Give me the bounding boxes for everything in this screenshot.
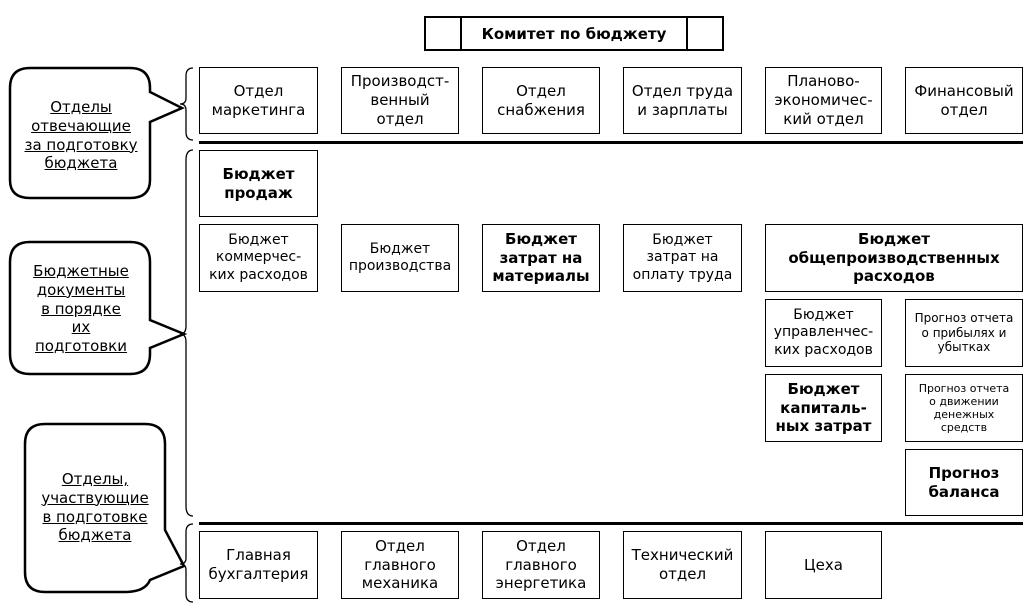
budget-materials: Бюджет затрат на материалы <box>482 224 600 292</box>
budget-labor: Бюджет затрат на оплату труда <box>623 224 742 292</box>
brace-responsible <box>179 67 194 141</box>
divider-top <box>199 141 1023 144</box>
callout-text-documents: Бюджетные документы в порядке их подгото… <box>33 262 129 355</box>
forecast-profit-loss: Прогноз отчета о прибылях и убытках <box>905 299 1023 367</box>
divider-bottom <box>199 522 1023 525</box>
dept-technical: Технический отдел <box>623 531 742 599</box>
brace-documents <box>179 149 194 517</box>
callout-text-responsible: Отделы отвечающие за подготовку бюджета <box>24 98 138 173</box>
budget-overhead: Бюджет общепроизводственных расходов <box>765 224 1023 292</box>
committee-title: Комитет по бюджету <box>460 18 688 49</box>
dept-finance: Финансовый отдел <box>905 67 1023 134</box>
budget-sales: Бюджет продаж <box>199 150 318 217</box>
callout-bubble-responsible <box>8 66 185 200</box>
budget-production: Бюджет производства <box>341 224 459 292</box>
callout-text-participating: Отделы, участвующие в подготовке бюджета <box>41 470 149 545</box>
dept-accounting: Главная бухгалтерия <box>199 531 318 599</box>
dept-marketing: Отдел маркетинга <box>199 67 318 134</box>
budget-commercial: Бюджет коммерчес- ких расходов <box>199 224 318 292</box>
dept-workshops: Цеха <box>765 531 882 599</box>
callout-bubble-documents <box>8 240 188 376</box>
forecast-cashflow: Прогноз отчета о движении денежных средс… <box>905 374 1023 442</box>
forecast-balance: Прогноз баланса <box>905 449 1023 516</box>
dept-labor: Отдел труда и зарплаты <box>623 67 742 134</box>
dept-chief-power: Отдел главного энергетика <box>482 531 600 599</box>
budget-capex: Бюджет капиталь- ных затрат <box>765 374 882 442</box>
dept-planning: Планово- экономичес- кий отдел <box>765 67 882 134</box>
dept-supply: Отдел снабжения <box>482 67 600 134</box>
budget-admin: Бюджет управленчес- ких расходов <box>765 299 882 367</box>
callout-bubble-participating <box>23 422 186 594</box>
dept-chief-mechanic: Отдел главного механика <box>341 531 459 599</box>
dept-production: Производст- венный отдел <box>341 67 459 134</box>
brace-participating <box>179 523 194 603</box>
committee-box: Комитет по бюджету <box>424 16 724 51</box>
